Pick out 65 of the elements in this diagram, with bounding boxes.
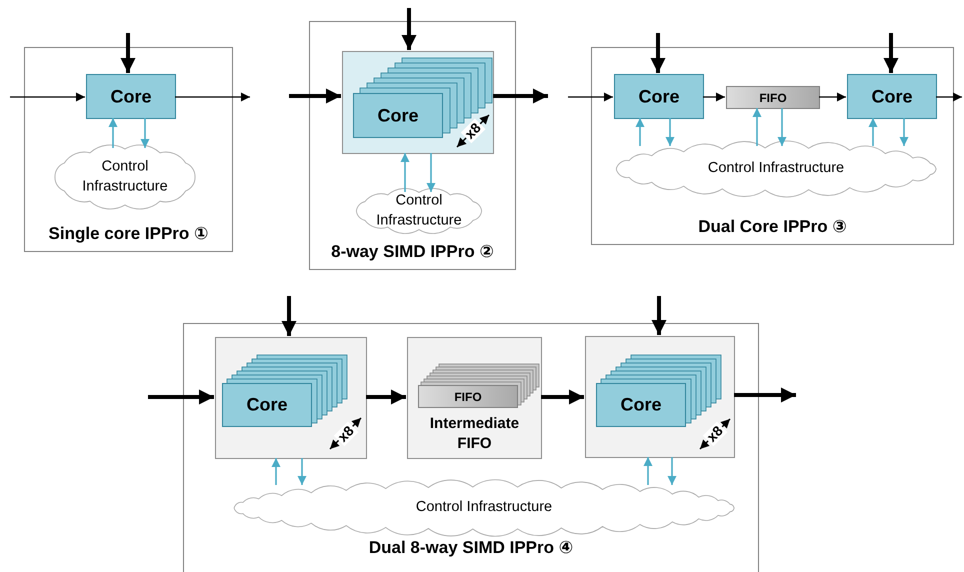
processor-tile — [407, 337, 542, 459]
processor-panel — [24, 47, 233, 252]
fifo-block — [726, 86, 820, 109]
arrow — [734, 388, 796, 402]
arrow — [272, 458, 280, 485]
block-label: Core — [637, 86, 680, 107]
processor-panel — [309, 21, 516, 270]
cloud-label: Control Infrastructure — [414, 498, 554, 518]
arrow — [175, 92, 250, 102]
block-label: Core — [109, 86, 152, 107]
arrow — [900, 118, 908, 146]
arrow — [108, 118, 118, 148]
block-label: Core — [619, 394, 662, 416]
arrow — [282, 296, 296, 336]
arrow — [366, 390, 406, 404]
arrow — [752, 108, 762, 146]
panel-title: Single core IPPro ① — [48, 224, 210, 244]
arrow — [668, 457, 676, 485]
block-label: FIFO — [453, 390, 483, 404]
arrow — [652, 296, 666, 335]
arrow — [819, 92, 846, 102]
arrow — [493, 88, 548, 104]
arrow — [636, 118, 644, 146]
core-block — [847, 74, 937, 119]
block-label: Core — [245, 394, 288, 416]
core-block — [222, 383, 312, 427]
arrow — [541, 390, 584, 404]
block-label: Core — [870, 86, 914, 107]
panel-title: Dual Core IPPro ③ — [697, 217, 848, 237]
arrow — [884, 33, 898, 73]
arrow — [644, 457, 652, 485]
block-label: Core — [376, 105, 420, 126]
panel-title: Dual 8-way SIMD IPPro ④ — [368, 538, 574, 558]
cloud-label: Control Infrastructure — [81, 157, 169, 196]
block-label: Intermediate FIFO — [428, 414, 520, 454]
core-block — [86, 74, 176, 119]
arrow — [868, 118, 878, 146]
arrow — [120, 33, 136, 73]
processor-panel — [183, 323, 759, 572]
panel-title: 8-way SIMD IPPro ② — [330, 242, 495, 262]
processor-tile — [585, 336, 735, 458]
arrow — [666, 118, 674, 146]
arrow — [426, 153, 436, 192]
core-block — [353, 93, 443, 138]
block-label: FIFO — [758, 90, 788, 104]
arrow — [140, 118, 150, 148]
arrow — [703, 92, 725, 102]
core-block — [596, 383, 686, 427]
core-block — [614, 74, 704, 119]
cloud-label: Control Infrastructure — [706, 159, 846, 178]
simd-block — [342, 51, 494, 154]
processor-tile — [215, 337, 367, 459]
arrow — [402, 8, 416, 50]
arrow — [650, 33, 666, 73]
arrow — [778, 108, 786, 146]
arrow — [289, 88, 341, 104]
arrow — [400, 153, 410, 192]
arrow — [10, 92, 85, 102]
arrow — [568, 92, 613, 102]
arrow — [148, 390, 214, 404]
processor-panel — [591, 47, 954, 245]
arrow — [298, 458, 306, 485]
cloud-label: Control Infrastructure — [375, 191, 463, 230]
fifo-block — [418, 385, 518, 408]
arrow — [936, 92, 962, 102]
